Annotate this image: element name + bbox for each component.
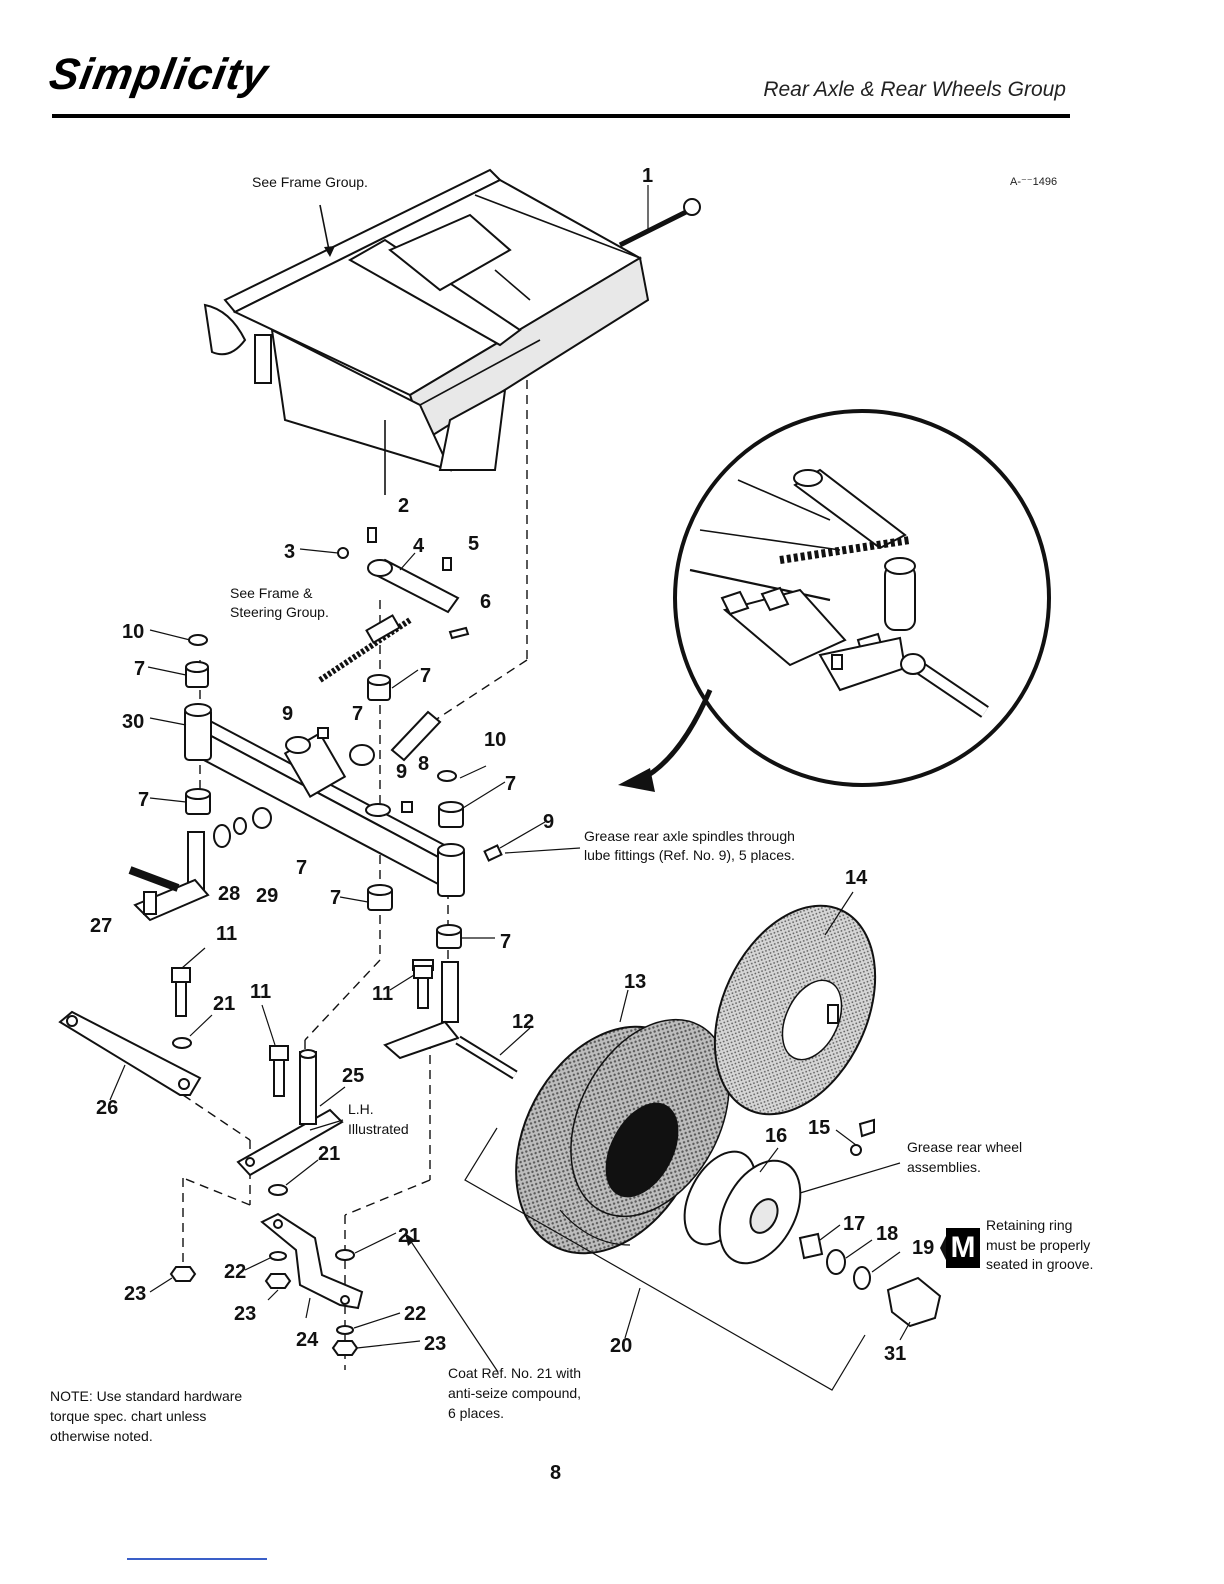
callout-see-frame: See Frame Group. — [252, 174, 368, 190]
frame-assembly — [203, 168, 650, 495]
part-number-11: 11 — [216, 923, 237, 945]
part-number-21: 21 — [318, 1143, 340, 1165]
page-number: 8 — [550, 1462, 562, 1484]
part-number-7: 7 — [420, 665, 431, 687]
hardware-21-22-23 — [169, 1037, 359, 1356]
part-number-31: 31 — [884, 1343, 906, 1365]
part-number-4: 4 — [413, 535, 425, 557]
part-number-23: 23 — [124, 1283, 146, 1305]
link-24 — [260, 1212, 364, 1310]
callout-coat-ref: 6 places. — [448, 1405, 504, 1421]
spindle-12 — [383, 959, 518, 1080]
part-number-10: 10 — [122, 621, 144, 643]
part-number-19: 19 — [912, 1237, 934, 1259]
spindle-27 — [128, 831, 210, 922]
callout-see-frame-steering: See Frame & — [230, 585, 313, 601]
callout-lh-illustrated: L.H. — [348, 1101, 374, 1117]
footer-line — [127, 1558, 267, 1560]
part-number-9: 9 — [543, 811, 554, 833]
part-number-24: 24 — [296, 1329, 319, 1351]
part-number-13: 13 — [624, 971, 646, 993]
section-title: Rear Axle & Rear Wheels Group — [763, 78, 1066, 101]
callout-retaining-ring: seated in groove. — [986, 1256, 1093, 1272]
part-number-15: 15 — [808, 1117, 830, 1139]
figure-reference: A-⁻⁻1496 — [1010, 176, 1058, 188]
note-line: NOTE: Use standard hardware — [50, 1388, 243, 1404]
callout-coat-ref: anti-seize compound, — [448, 1385, 581, 1401]
callout-see-frame-steering: Steering Group. — [230, 604, 329, 620]
part-number-7: 7 — [352, 703, 363, 725]
callout-grease-wheel: Grease rear wheel — [907, 1139, 1022, 1155]
part-number-7: 7 — [500, 931, 511, 953]
part-number-7: 7 — [138, 789, 149, 811]
bushings — [185, 634, 464, 949]
part-number-12: 12 — [512, 1011, 534, 1033]
wheel-rim-16 — [683, 1150, 802, 1265]
part-number-30: 30 — [122, 711, 144, 733]
arm-26 — [58, 1010, 202, 1096]
pivot-arm-4 — [337, 527, 470, 640]
part-number-11: 11 — [372, 983, 393, 1005]
part-number-7: 7 — [330, 887, 341, 909]
part-number-22: 22 — [224, 1261, 246, 1283]
part-number-10: 10 — [484, 729, 506, 751]
part-number-28: 28 — [218, 883, 240, 905]
part-number-9: 9 — [396, 761, 407, 783]
rear-axle-beam-30 — [184, 703, 503, 897]
part-number-labels: 1 2 3 4 5 6 10 7 7 30 9 7 8 10 9 7 7 9 7… — [90, 165, 934, 1365]
callout-retaining-ring: Retaining ring — [986, 1217, 1072, 1233]
callout-grease-spindles: Grease rear axle spindles through — [584, 828, 795, 844]
part-number-2: 2 — [398, 495, 409, 517]
callout-grease-spindles: lube fittings (Ref. No. 9), 5 places. — [584, 847, 795, 863]
part-number-23: 23 — [234, 1303, 256, 1325]
part-number-18: 18 — [876, 1223, 898, 1245]
part-number-23: 23 — [424, 1333, 446, 1355]
inset-detail — [673, 409, 1051, 787]
part-number-11: 11 — [250, 981, 271, 1003]
bolts-11 — [171, 965, 433, 1097]
callout-coat-ref: Coat Ref. No. 21 with — [448, 1365, 581, 1381]
tire-13 — [515, 1018, 730, 1255]
part-number-29: 29 — [256, 885, 278, 907]
callout-grease-wheel: assemblies. — [907, 1159, 981, 1175]
part-number-16: 16 — [765, 1125, 787, 1147]
note-line: torque spec. chart unless — [50, 1408, 207, 1424]
part-number-14: 14 — [845, 867, 868, 889]
wheel-hardware — [798, 1118, 942, 1328]
part-number-8: 8 — [418, 753, 429, 775]
leader-lines — [109, 548, 911, 1391]
part-number-21: 21 — [213, 993, 235, 1015]
part-number-20: 20 — [610, 1335, 632, 1357]
note-line: otherwise noted. — [50, 1428, 153, 1444]
part-number-9: 9 — [282, 703, 293, 725]
part-number-21: 21 — [398, 1225, 420, 1247]
part-number-17: 17 — [843, 1213, 865, 1235]
part-number-5: 5 — [468, 533, 479, 555]
part-number-7: 7 — [505, 773, 516, 795]
part-number-7: 7 — [134, 658, 145, 680]
part-number-22: 22 — [404, 1303, 426, 1325]
part-number-27: 27 — [90, 915, 112, 937]
callout-lh-illustrated: Illustrated — [348, 1121, 409, 1137]
header-rule — [52, 114, 1070, 118]
callout-text: See Frame Group. See Frame & Steering Gr… — [230, 174, 1093, 1421]
part-number-6: 6 — [480, 591, 491, 613]
callout-retaining-ring: must be properly — [986, 1237, 1090, 1253]
arm-25 — [236, 1049, 344, 1177]
torque-note: NOTE: Use standard hardware torque spec.… — [50, 1386, 242, 1446]
maintenance-badge: M — [946, 1228, 980, 1268]
part-number-7: 7 — [296, 857, 307, 879]
part-number-25: 25 — [342, 1065, 364, 1087]
tie-rod — [318, 614, 412, 683]
part-number-26: 26 — [96, 1097, 118, 1119]
part-number-3: 3 — [284, 541, 295, 563]
bolt-1 — [618, 185, 701, 248]
part-number-1: 1 — [642, 165, 653, 187]
